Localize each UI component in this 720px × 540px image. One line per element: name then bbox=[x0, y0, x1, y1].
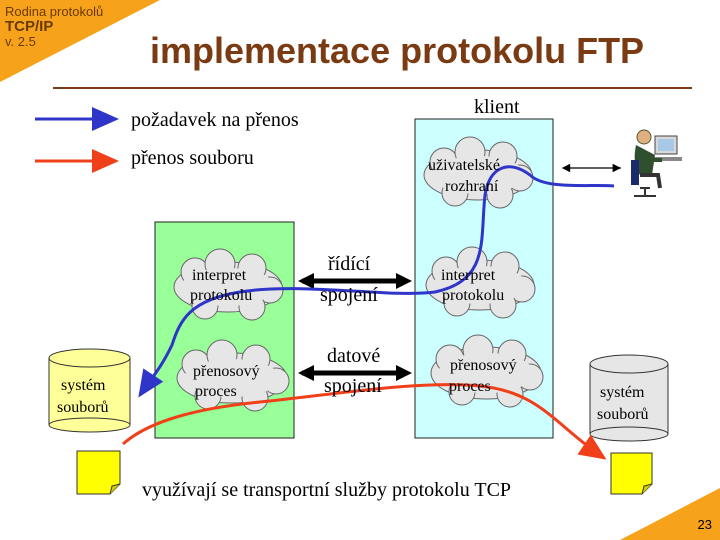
server-transfer-line2: proces bbox=[195, 383, 237, 400]
client-ui-line2: rozhraní bbox=[445, 178, 499, 195]
request-path bbox=[138, 165, 615, 398]
server-transfer-line1: přenosový bbox=[193, 363, 260, 380]
filesystem-right-line2: souborů bbox=[597, 406, 649, 423]
filesystem-left-line2: souborů bbox=[57, 399, 109, 416]
legend-transfer-label: přenos souboru bbox=[131, 147, 254, 169]
filesystem-left-cylinder bbox=[48, 348, 131, 433]
file-left-icon bbox=[76, 450, 121, 495]
control-connection-line2: spojení bbox=[320, 284, 378, 306]
cloud-server-transfer bbox=[176, 339, 290, 412]
filesystem-right-line1: systém bbox=[600, 384, 645, 401]
transfer-path bbox=[122, 383, 607, 460]
control-connection-line1: řídící bbox=[328, 253, 371, 275]
client-transfer-line2: proces bbox=[449, 378, 491, 395]
filesystem-left-line1: systém bbox=[61, 377, 106, 394]
data-connection-arrow bbox=[298, 365, 412, 381]
title-rule bbox=[53, 87, 692, 89]
user-computer-icon bbox=[631, 129, 682, 197]
cloud-client-transfer bbox=[430, 334, 544, 408]
corner-decoration-bottom bbox=[620, 488, 720, 540]
series-version: v. 2.5 bbox=[5, 34, 36, 49]
control-connection-arrow bbox=[298, 273, 412, 289]
filesystem-right-cylinder bbox=[589, 354, 669, 442]
client-interpreter-line2: protokolu bbox=[442, 287, 505, 304]
legend-request-label: požadavek na přenos bbox=[131, 109, 299, 131]
client-transfer-line1: přenosový bbox=[450, 357, 517, 374]
series-name: Rodina protokolů bbox=[5, 4, 104, 19]
client-ui-line1: uživatelské bbox=[428, 157, 500, 174]
file-right-icon bbox=[610, 452, 653, 495]
client-interpreter-line1: interpret bbox=[441, 267, 496, 284]
series-label: Rodina protokolů TCP/IP v. 2.5 bbox=[5, 4, 103, 49]
cloud-client-interpreter bbox=[425, 246, 536, 319]
cloud-client-ui bbox=[423, 136, 534, 209]
data-connection-line1: datové bbox=[327, 345, 381, 367]
footer-note: využívají se transportní služby protokol… bbox=[142, 479, 512, 501]
page-number: 23 bbox=[697, 517, 712, 532]
client-label: klient bbox=[474, 96, 520, 118]
server-interpreter-line2: protokolu bbox=[190, 287, 253, 304]
data-connection-line2: spojení bbox=[324, 375, 382, 397]
series-subtitle: TCP/IP bbox=[5, 18, 54, 35]
cloud-server-interpreter bbox=[173, 248, 284, 321]
corner-decoration bbox=[0, 0, 160, 82]
slide-title: implementace protokolu FTP bbox=[150, 30, 645, 71]
server-interpreter-line1: interpret bbox=[192, 267, 247, 284]
